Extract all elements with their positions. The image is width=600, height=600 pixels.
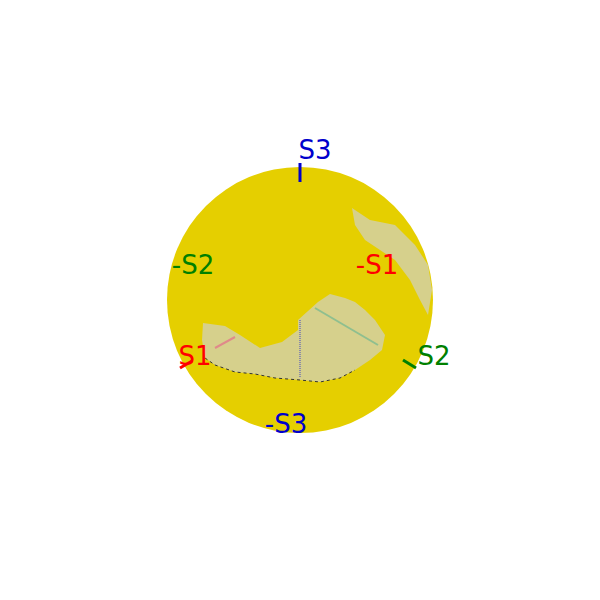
s2-axis-tick [403,360,416,368]
trace-region [352,208,432,315]
sphere [167,167,433,433]
axis-label: S1 [178,343,211,369]
axis-label: -S2 [172,252,214,278]
axis-label: S3 [298,137,331,163]
s3-axis-inner [299,320,301,378]
dashed-outline [205,358,355,382]
axis-label: -S1 [356,252,398,278]
trace-region [202,294,385,382]
s2-axis-inner [315,308,378,345]
s3-axis-tick [299,163,302,182]
axis-label: -S3 [265,411,307,437]
axis-label: S2 [417,343,450,369]
s1-axis-inner [215,337,235,348]
